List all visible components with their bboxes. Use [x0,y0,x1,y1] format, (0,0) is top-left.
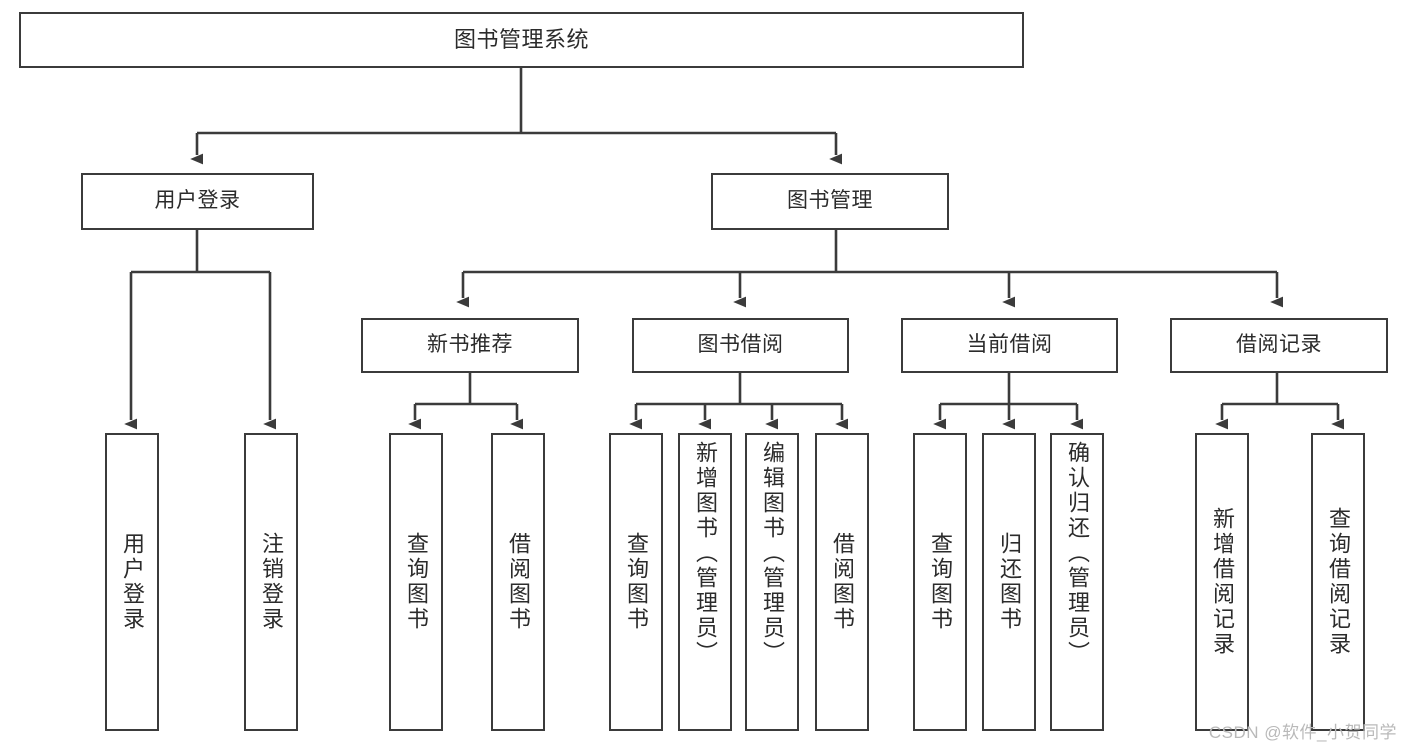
node-root[interactable]: 图书管理系统 [19,12,1024,68]
node-borrow-book-label: 图书借阅 [697,333,784,357]
node-user-login-label: 用户登录 [154,189,241,213]
node-borrow-book[interactable]: 图书借阅 [632,318,849,373]
leaf-currentborrow-return-label: 归还图书 [997,532,1022,632]
node-book-manage-label: 图书管理 [787,189,873,213]
leaf-currentborrow-confirm[interactable]: 确认归还（管理员） [1050,433,1104,731]
leaf-newbook-borrow[interactable]: 借阅图书 [491,433,545,731]
leaf-newbook-query[interactable]: 查询图书 [389,433,443,731]
leaf-currentborrow-query[interactable]: 查询图书 [913,433,967,731]
leaf-newbook-query-label: 查询图书 [404,532,429,632]
leaf-record-query-label: 查询借阅记录 [1326,507,1351,657]
leaf-currentborrow-return[interactable]: 归还图书 [982,433,1036,731]
node-borrow-record-label: 借阅记录 [1236,333,1322,357]
leaf-newbook-borrow-label: 借阅图书 [506,532,531,632]
leaf-borrowbook-edit[interactable]: 编辑图书（管理员） [745,433,799,731]
leaf-currentborrow-confirm-label: 确认归还（管理员） [1065,441,1090,666]
node-root-label: 图书管理系统 [453,27,589,53]
leaf-borrowbook-query[interactable]: 查询图书 [609,433,663,731]
node-current-borrow[interactable]: 当前借阅 [901,318,1118,373]
leaf-logout[interactable]: 注销登录 [244,433,298,731]
leaf-record-query[interactable]: 查询借阅记录 [1311,433,1365,731]
leaf-currentborrow-query-label: 查询图书 [928,532,953,632]
leaf-borrowbook-query-label: 查询图书 [624,532,649,632]
leaf-borrowbook-add[interactable]: 新增图书（管理员） [678,433,732,731]
leaf-user-login-label: 用户登录 [120,532,145,632]
leaf-borrowbook-borrow[interactable]: 借阅图书 [815,433,869,731]
leaf-user-login[interactable]: 用户登录 [105,433,159,731]
node-current-borrow-label: 当前借阅 [966,333,1053,357]
leaf-record-add[interactable]: 新增借阅记录 [1195,433,1249,731]
node-new-book[interactable]: 新书推荐 [361,318,579,373]
node-user-login[interactable]: 用户登录 [81,173,314,230]
leaf-borrowbook-edit-label: 编辑图书（管理员） [760,441,785,666]
leaf-logout-label: 注销登录 [259,532,284,632]
node-book-manage[interactable]: 图书管理 [711,173,949,230]
leaf-borrowbook-borrow-label: 借阅图书 [830,532,855,632]
leaf-borrowbook-add-label: 新增图书（管理员） [693,441,718,666]
node-borrow-record[interactable]: 借阅记录 [1170,318,1388,373]
node-new-book-label: 新书推荐 [427,333,513,357]
leaf-record-add-label: 新增借阅记录 [1210,507,1235,657]
